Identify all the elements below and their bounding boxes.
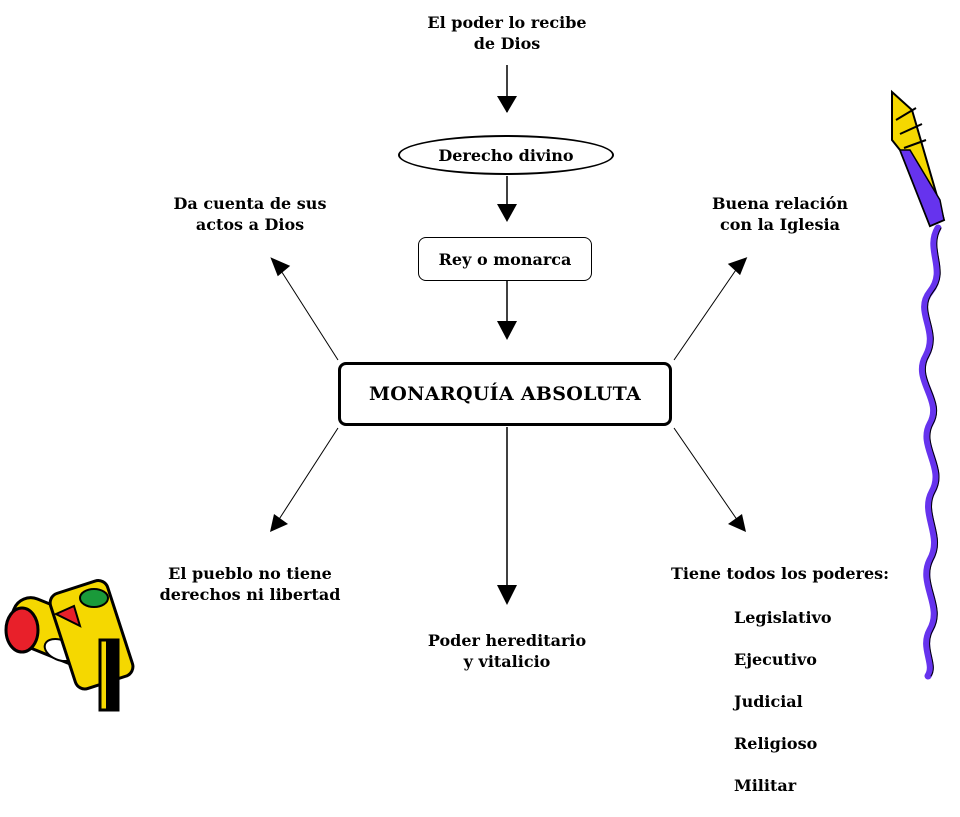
wavy-line-icon bbox=[918, 224, 942, 680]
powers-list: Legislativo Ejecutivo Judicial Religioso… bbox=[734, 586, 874, 817]
branch-bottom-left: El pueblo no tiene derechos ni libertad bbox=[159, 564, 341, 604]
crayon-icon bbox=[4, 579, 135, 712]
arrowhead-bottom-left bbox=[270, 514, 288, 532]
arrowhead-top-left bbox=[270, 257, 291, 277]
power-item: Ejecutivo bbox=[734, 650, 817, 669]
pencil-icon bbox=[891, 89, 946, 228]
arrow-center-to-bottom-left bbox=[275, 427, 339, 525]
branch-bottom-center: Poder hereditario y vitalicio bbox=[427, 631, 587, 671]
branch-bottom-right-heading: Tiene todos los poderes: bbox=[670, 564, 890, 583]
branch-top-right: Buena relación con la Iglesia bbox=[711, 194, 849, 234]
arrowhead-derecho bbox=[497, 96, 517, 113]
arrowhead-rey bbox=[497, 204, 517, 222]
power-item: Legislativo bbox=[734, 608, 832, 627]
arrow-center-to-top-right bbox=[673, 263, 741, 361]
rey-node: Rey o monarca bbox=[418, 237, 592, 281]
arrowhead-bottom-right bbox=[728, 514, 746, 532]
source-label: El poder lo recibe de Dios bbox=[427, 13, 587, 53]
arrow-center-to-top-left bbox=[277, 265, 339, 361]
arrowhead-top-right bbox=[727, 257, 748, 276]
arrowhead-center bbox=[497, 321, 517, 340]
power-item: Judicial bbox=[734, 692, 803, 711]
arrowhead-bottom bbox=[497, 585, 517, 605]
center-node: MONARQUÍA ABSOLUTA bbox=[338, 362, 672, 426]
arrow-center-to-bottom-right bbox=[673, 427, 741, 525]
derecho-divino-node: Derecho divino bbox=[398, 135, 614, 175]
branch-top-left: Da cuenta de sus actos a Dios bbox=[173, 194, 327, 234]
power-item: Religioso bbox=[734, 734, 818, 753]
concept-map-connectors bbox=[4, 65, 946, 712]
power-item: Militar bbox=[734, 776, 797, 795]
